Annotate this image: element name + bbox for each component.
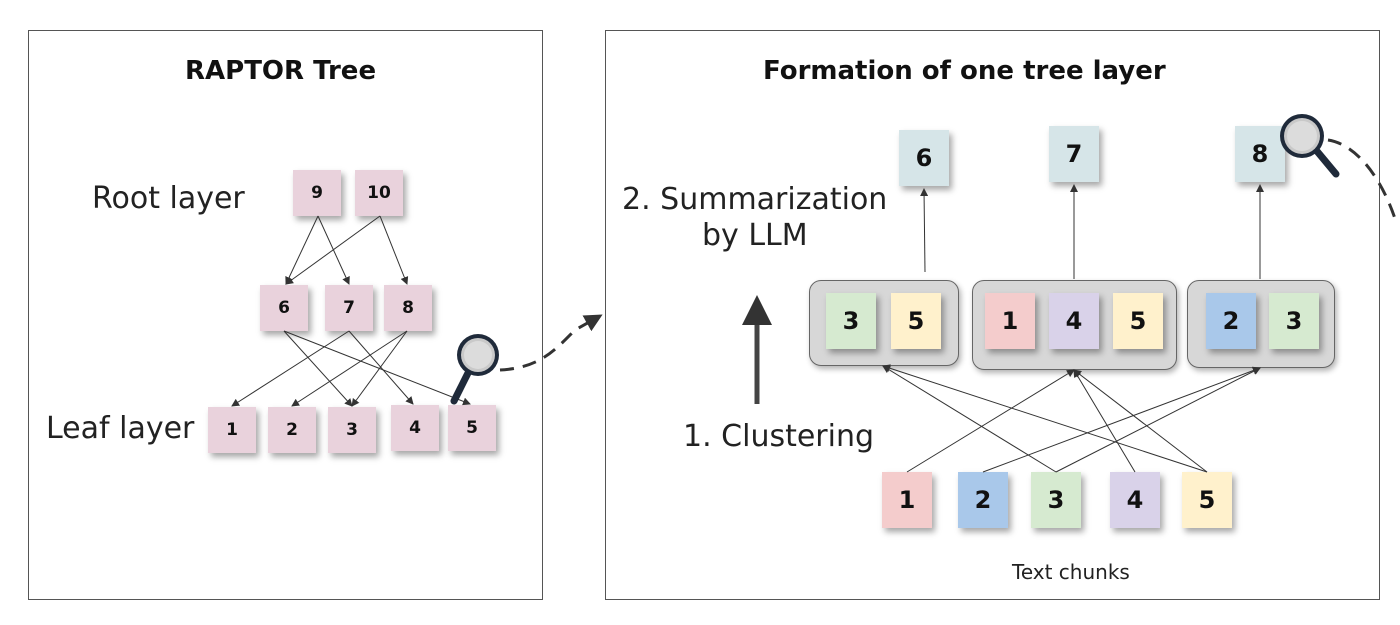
leaf-node-3: 3 xyxy=(328,407,376,453)
cluster2-chunk-1: 1 xyxy=(985,293,1035,349)
cluster1-chunk-5: 5 xyxy=(891,293,941,349)
magnifier-icon xyxy=(450,334,499,405)
cluster1-chunk-3: 3 xyxy=(826,293,876,349)
cluster2-chunk-5: 5 xyxy=(1113,293,1163,349)
magnifier-icon xyxy=(1280,114,1340,178)
summarization-label-line1: 2. Summarization xyxy=(622,182,888,217)
text-chunk-1: 1 xyxy=(882,472,932,528)
cluster3-chunk-2: 2 xyxy=(1206,293,1256,349)
summary-node-7: 7 xyxy=(1049,126,1099,182)
summary-node-8: 8 xyxy=(1235,126,1285,182)
root-layer-label: Root layer xyxy=(92,181,245,216)
root-node-10: 10 xyxy=(355,170,403,216)
text-chunk-2: 2 xyxy=(958,472,1008,528)
cluster2-chunk-4: 4 xyxy=(1049,293,1099,349)
mid-node-6: 6 xyxy=(260,285,308,331)
text-chunk-3: 3 xyxy=(1031,472,1081,528)
mid-node-8: 8 xyxy=(384,285,432,331)
text-chunk-5: 5 xyxy=(1182,472,1232,528)
text-chunk-4: 4 xyxy=(1110,472,1160,528)
leaf-node-4: 4 xyxy=(391,405,439,451)
cluster3-chunk-3: 3 xyxy=(1269,293,1319,349)
leaf-layer-label: Leaf layer xyxy=(46,411,195,446)
mid-node-7: 7 xyxy=(325,285,373,331)
raptor-tree-title: RAPTOR Tree xyxy=(185,56,377,86)
clustering-label: 1. Clustering xyxy=(683,419,875,454)
summarization-label-line2: by LLM xyxy=(702,218,808,253)
formation-title: Formation of one tree layer xyxy=(763,56,1166,86)
leaf-node-1: 1 xyxy=(208,407,256,453)
leaf-node-2: 2 xyxy=(268,407,316,453)
summary-node-6: 6 xyxy=(899,130,949,186)
text-chunks-caption: Text chunks xyxy=(1012,560,1130,584)
root-node-9: 9 xyxy=(293,170,341,216)
leaf-node-5: 5 xyxy=(448,405,496,451)
